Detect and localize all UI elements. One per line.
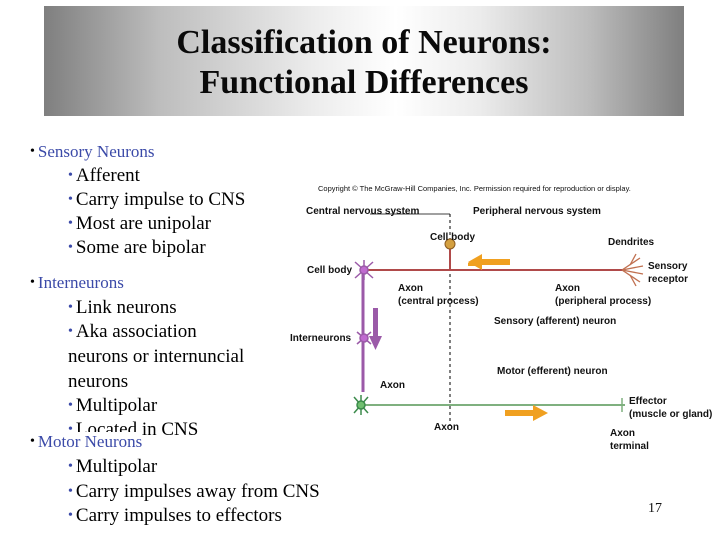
motor-neuron-label: Motor (efferent) neuron: [497, 366, 608, 377]
list-item: •Link neurons: [68, 297, 177, 318]
title-line-1: Classification of Neurons:: [176, 24, 552, 61]
copyright-notice: Copyright © The McGraw-Hill Companies, I…: [318, 184, 631, 193]
list-item: •Multipolar: [68, 456, 158, 477]
interneuron-arrow-icon: [369, 336, 382, 350]
sensory-arrow-shaft: [482, 259, 510, 265]
dendrites-icon: [621, 253, 644, 287]
list-item: •Some are bipolar: [68, 237, 206, 258]
cns-label: Central nervous system: [306, 206, 420, 217]
list-item: •Afferent: [68, 165, 140, 186]
motor-arrow-icon: [533, 405, 548, 421]
title-banner: Classification of Neurons: Functional Di…: [44, 6, 684, 116]
axon-motor-label: Axon: [434, 422, 459, 433]
dendrites-label: Dendrites: [608, 237, 655, 248]
sensory-neuron-label: Sensory (afferent) neuron: [494, 316, 617, 327]
motor-cell-body-icon: [353, 395, 369, 415]
interneuron-cell-body-icon: [354, 260, 374, 280]
sensory-cell-body: [444, 238, 456, 250]
interneuron-arrow-shaft: [373, 308, 378, 336]
list-item: •Aka association: [68, 321, 197, 342]
effector-label: Effector(muscle or gland): [629, 396, 713, 420]
page-number: 17: [648, 501, 662, 516]
interneuron-cell-body-icon: [356, 331, 372, 345]
pns-label: Peripheral nervous system: [473, 206, 601, 217]
list-item: •Multipolar: [68, 395, 158, 416]
motor-heading: •Motor Neurons: [30, 432, 143, 452]
list-item: •Carry impulses to effectors: [68, 505, 282, 526]
sensory-arrow-head: [468, 254, 482, 270]
sensory-heading: •Sensory Neurons: [30, 142, 155, 161]
list-item-continuation: neurons: [68, 371, 129, 392]
list-item: •Carry impulses away from CNS: [68, 481, 320, 502]
motor-arrow-shaft: [505, 410, 533, 416]
axon-central-label: Axon(central process): [398, 283, 479, 307]
axon-inter-label: Axon: [380, 380, 405, 391]
list-item-continuation: neurons or internuncial: [68, 346, 245, 367]
inter-heading: •Interneurons: [30, 273, 124, 292]
list-item: •Carry impulse to CNS: [68, 189, 246, 210]
cell-body-label: Cell body: [430, 232, 476, 243]
cell-body-left-label: Cell body: [307, 265, 353, 276]
axon-peripheral-label: Axon(peripheral process): [555, 283, 652, 307]
list-item: •Most are unipolar: [68, 213, 211, 234]
title-line-2: Functional Differences: [199, 64, 529, 101]
interneurons-label: Interneurons: [290, 333, 352, 344]
